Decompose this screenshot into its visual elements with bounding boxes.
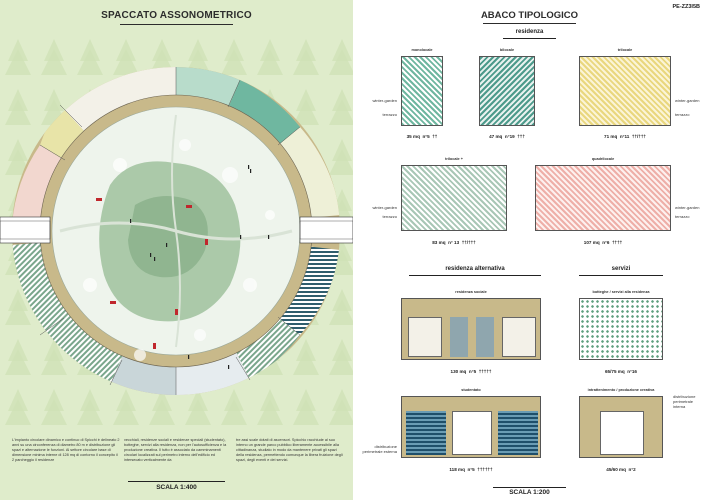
- panel-title: ABACO TIPOLOGICO: [480, 10, 579, 21]
- unit-count: n°6: [602, 240, 610, 245]
- unit-count: n°19: [504, 134, 515, 139]
- label-distribuzione-interna: distribuzione perimetrale interna: [673, 394, 696, 409]
- unit-name: quadrilocale: [591, 157, 615, 161]
- label-winter-garden: winter-garden: [372, 98, 397, 103]
- unit-area: 71 mq: [604, 134, 618, 139]
- unit-count: n° 13: [448, 240, 460, 245]
- section-title-residenza-alternativa: residenza alternativa: [445, 266, 505, 272]
- panel-title: SPACCATO ASSONOMETRICO: [101, 10, 252, 21]
- unit-count: n°5: [422, 134, 430, 139]
- unit-occupancy: ††/†††: [461, 240, 476, 245]
- unit-name: residenza sociale: [455, 290, 487, 294]
- unit-name: monolocale: [411, 48, 433, 52]
- unit-occupancy: ††††††: [477, 467, 493, 472]
- unit-occupancy: ††/†††: [631, 134, 646, 139]
- description-column-2: vecchiali, residenze sociali e residenze…: [124, 438, 227, 462]
- axonometric-panel: SPACCATO ASSONOMETRICO: [0, 0, 353, 500]
- unit-area: 35 mq: [406, 134, 420, 139]
- unit-name: trilocale +: [445, 157, 463, 161]
- unit-area: 65/75 mq: [605, 369, 625, 374]
- unit-area: 45/60 mq: [606, 467, 626, 472]
- west-entrance: [0, 216, 51, 244]
- radial-walls: [39, 67, 301, 395]
- title-underline: [120, 24, 233, 25]
- unit-name: trilocale: [617, 48, 633, 52]
- unit-area: 83 mq: [432, 240, 446, 245]
- label-terrazzo: terrazzo: [382, 112, 397, 117]
- unit-trilocale-plus[interactable]: trilocale + 83 mq n° 13 ††/†††: [401, 157, 507, 245]
- description-column-1: L'impianto circolare dinamico e continuo…: [12, 438, 120, 462]
- unit-count: n°2: [628, 467, 636, 472]
- east-entrance: [299, 216, 353, 244]
- unit-name: intrattenimento / produzione creativa: [587, 388, 655, 392]
- label-winter-garden: winter-garden: [675, 98, 700, 103]
- description-column-3: tre assi scale dotati di ascensori. Spic…: [236, 438, 343, 462]
- unit-area: 47 mq: [489, 134, 503, 139]
- scale-label: SCALA 1:400: [156, 484, 197, 491]
- unit-studentato[interactable]: studentato 118 mq n°5 ††††††: [401, 388, 541, 472]
- section-title-servizi: servizi: [611, 266, 631, 272]
- unit-bilocale[interactable]: bilocale 47 mq n°19 †††: [479, 48, 535, 139]
- unit-count: n°5: [467, 467, 475, 472]
- unit-occupancy: ††: [432, 134, 438, 139]
- label-terrazzo: terrazzo: [675, 112, 690, 117]
- section-title-residenza: residenza: [515, 29, 544, 35]
- unit-occupancy: †††††: [478, 369, 492, 374]
- unit-intrattenimento[interactable]: intrattenimento / produzione creativa 45…: [579, 388, 663, 472]
- scale-label: SCALA 1:200: [509, 489, 550, 496]
- unit-count: n°11: [619, 134, 630, 139]
- unit-name: studentato: [461, 388, 481, 392]
- unit-count: n°16: [627, 369, 637, 374]
- label-terrazzo: terrazzo: [675, 214, 690, 219]
- unit-occupancy: †††: [517, 134, 525, 139]
- label-terrazzo: terrazzo: [382, 214, 397, 219]
- unit-residenza-sociale[interactable]: residenza sociale 130 mq n°5 †††††: [401, 290, 541, 374]
- unit-area: 107 mq: [583, 240, 600, 245]
- label-distribuzione-esterna: distribuzione perimetrale esterna: [362, 444, 397, 454]
- unit-name: botteghe / servizi alla residenza: [592, 290, 650, 294]
- project-code: PE-ZZ3I5B: [672, 4, 700, 10]
- unit-monolocale[interactable]: monolocale 35 mq n°5 ††: [401, 48, 443, 139]
- label-winter-garden: winter-garden: [675, 205, 700, 210]
- unit-trilocale[interactable]: trilocale 71 mq n°11 ††/†††: [579, 48, 671, 139]
- unit-area: 130 mq: [450, 369, 467, 374]
- park-benches: [96, 198, 208, 349]
- unit-occupancy: ††††: [611, 240, 623, 245]
- circular-plan-drawing: [0, 35, 353, 435]
- scale-underline: [493, 487, 566, 488]
- unit-botteghe[interactable]: botteghe / servizi alla residenza 65/75 …: [579, 290, 663, 374]
- people-figures: [130, 165, 270, 369]
- label-winter-garden: winter-garden: [372, 205, 397, 210]
- typology-panel: PE-ZZ3I5B ABACO TIPOLOGICO residenza win…: [353, 0, 706, 500]
- unit-area: 118 mq: [449, 467, 465, 472]
- unit-name: bilocale: [499, 48, 515, 52]
- title-underline: [483, 23, 576, 24]
- scale-underline: [128, 481, 225, 482]
- unit-count: n°5: [468, 369, 477, 374]
- unit-quadrilocale[interactable]: quadrilocale 107 mq n°6 ††††: [535, 157, 671, 245]
